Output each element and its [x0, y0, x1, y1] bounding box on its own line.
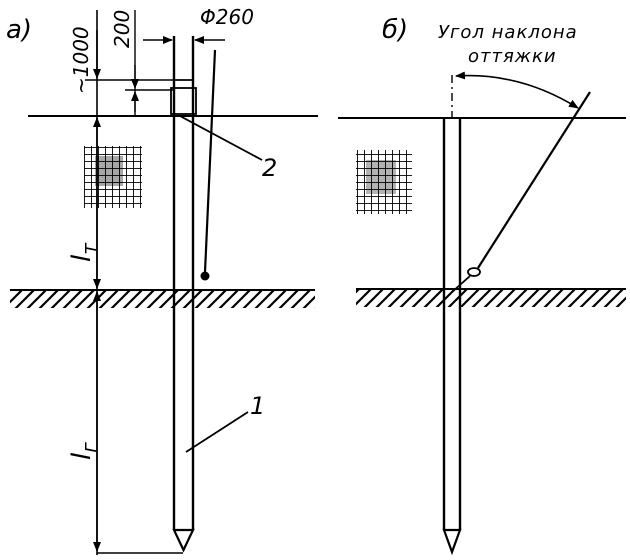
dim-1000: ~1000	[69, 26, 93, 94]
ground-hatch-a-icon	[10, 289, 315, 308]
l-upper-sub: т	[77, 242, 101, 255]
svg-text:lг: lг	[67, 442, 101, 460]
pile-tip-a-icon	[172, 528, 195, 553]
angle-arc	[455, 71, 579, 109]
l-lower: l	[67, 452, 97, 460]
dim-200: 200	[110, 10, 134, 48]
guy-wire-b	[451, 91, 591, 293]
dim-line-vertical	[85, 10, 183, 555]
soil-grid-b-icon	[356, 150, 412, 214]
svg-text:lт: lт	[67, 242, 101, 262]
l-upper: l	[67, 254, 97, 262]
svg-text:1: 1	[250, 392, 265, 420]
pile-b	[442, 75, 462, 556]
panel-a-label: а)	[6, 15, 32, 45]
ground-hatch-b-icon	[356, 288, 626, 307]
panel-b: б) Угол наклона оттяжки	[338, 15, 626, 556]
panel-b-label: б)	[382, 15, 408, 45]
l-lower-sub: г	[77, 442, 101, 453]
dim-diameter: Φ260	[200, 5, 254, 29]
length-upper-label: lт	[67, 242, 101, 262]
caption-line-2: оттяжки	[468, 46, 557, 67]
callout-2: 2	[179, 115, 277, 182]
callout-1: 1	[185, 392, 265, 453]
caption-line-1: Угол наклона	[438, 22, 578, 43]
pile-tip-b-icon	[442, 528, 462, 556]
length-lower-label: lг	[67, 442, 101, 460]
svg-text:2: 2	[262, 154, 277, 182]
panel-a: а)	[6, 5, 318, 555]
soil-grid-a-icon	[84, 146, 142, 208]
guy-wire-a	[200, 49, 217, 281]
